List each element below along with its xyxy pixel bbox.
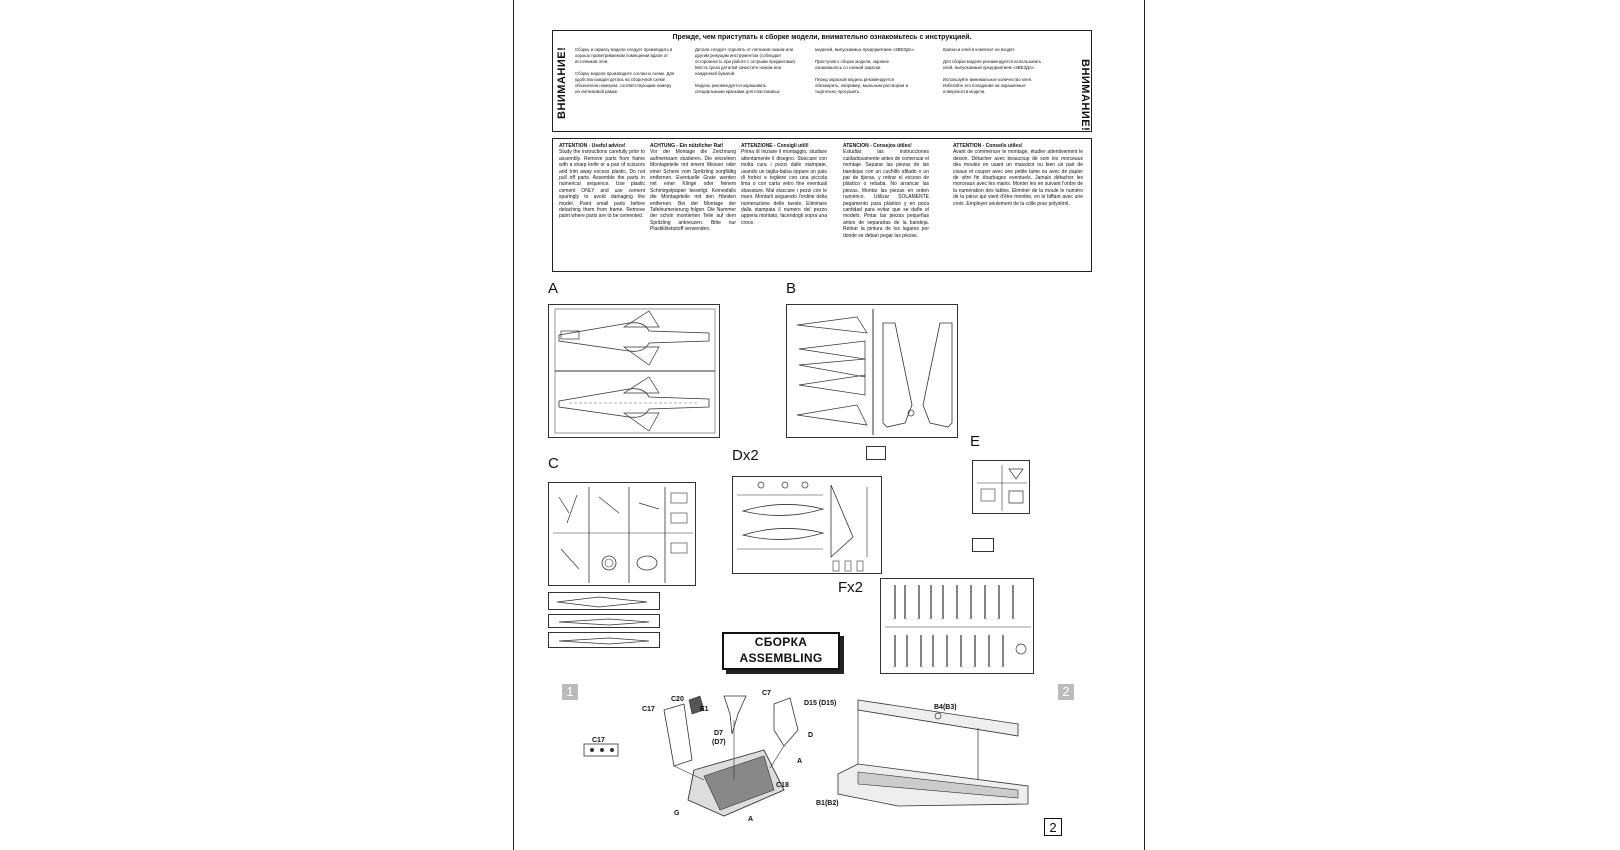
advice-title: ATENCION - Consejos útiles!: [843, 143, 912, 149]
advice-text: Prima di iniziare il montaggio, studiare…: [741, 149, 827, 226]
advice-text: Study the instructions carefully prior t…: [559, 149, 645, 220]
advice-title: ATTENZIONE - Consigli utili!: [741, 143, 809, 149]
warning-box: Прежде, чем приступать к сборке модели, …: [552, 30, 1092, 132]
advice-title: ATTENTION - Conseils utiles!: [953, 143, 1023, 149]
callout-b1: B1(B2): [816, 800, 839, 807]
callout-c17: C17: [642, 706, 655, 713]
callout-c7: C7: [762, 690, 771, 697]
sprue-f-drawing: [885, 585, 1031, 667]
sprue-b: [786, 304, 958, 438]
sprue-c-drawing: [553, 487, 693, 583]
sprue-label-e: E: [970, 433, 981, 450]
callout-g: G: [674, 810, 680, 817]
sprue-e-small: [972, 538, 994, 552]
sprue-c-strip-3: [548, 632, 660, 648]
step-2-diagram: [837, 699, 1029, 807]
callout-d15: D15 (D15): [804, 700, 837, 707]
sprue-c: [548, 482, 696, 586]
advice-spanish: ATENCION - Consejos útiles! Estudiar las…: [843, 143, 929, 239]
sprue-c-strip-1: [548, 592, 660, 610]
callout-c20: C20: [671, 696, 684, 703]
sprue-label-b: B: [786, 280, 797, 297]
sprue-label-c: C: [548, 455, 559, 472]
sprue-label-f: Fx2: [838, 579, 864, 596]
assembling-banner: СБОРКА ASSEMBLING: [722, 632, 840, 670]
advice-text: Estudiar las instrucciones cuidadosament…: [843, 149, 929, 239]
callout-d: D: [808, 732, 814, 739]
advice-title: ATTENTION - Useful advice!: [559, 143, 626, 149]
assembling-title-ru: СБОРКА: [754, 635, 808, 649]
warning-column: Краски и клей в комплект не входят. Для …: [943, 47, 1042, 94]
advice-italian: ATTENZIONE - Consigli utili! Prima di in…: [741, 143, 827, 226]
advice-french: ATTENTION - Conseils utiles! Avant de co…: [953, 143, 1083, 207]
callout-e1: E1: [700, 706, 709, 713]
sprue-e: [972, 460, 1030, 514]
advice-text: Vor der Montage die Zeichnung aufmerksam…: [650, 149, 736, 233]
sprue-c-strip-2: [548, 614, 660, 628]
sprue-d-drawing: [737, 481, 868, 572]
warning-side-label-right: ВНИМАНИЕ!: [1079, 59, 1091, 132]
advice-text: Avant de commencer le montage, étudier a…: [953, 149, 1083, 207]
page-number: 2: [1044, 818, 1062, 836]
advice-box: ATTENTION - Useful advice! Study the ins…: [552, 138, 1092, 272]
step-1-badge: 1: [562, 684, 578, 700]
callout-c17-detail: C17: [592, 737, 605, 744]
sprue-e-drawing: [977, 465, 1027, 511]
sprue-d: [732, 476, 882, 574]
callout-b4: B4(B3): [934, 704, 957, 711]
warning-column: Детали следует отделять от литников ножо…: [695, 47, 796, 94]
callout-d7: D7: [714, 730, 723, 737]
sprue-f: [880, 578, 1034, 674]
sprue-a-drawing: [554, 308, 716, 434]
instruction-page: Прежде, чем приступать к сборке модели, …: [513, 0, 1145, 850]
callout-a-upper: A: [797, 758, 803, 765]
sprue-label-d: Dx2: [732, 447, 759, 464]
advice-title: ACHTUNG - Ein nützlicher Rat!: [650, 143, 724, 149]
callout-d7-alt: (D7): [712, 739, 726, 746]
warning-column: моделей, выпускаемых предприятием «ЗВЕЗД…: [815, 47, 916, 94]
step-1-diagram: [583, 695, 799, 817]
advice-german: ACHTUNG - Ein nützlicher Rat! Vor der Mo…: [650, 143, 736, 233]
sprue-b-drawing: [796, 309, 953, 435]
callout-a-lower: A: [748, 816, 754, 823]
advice-english: ATTENTION - Useful advice! Study the ins…: [559, 143, 645, 220]
callout-c18: C18: [776, 782, 789, 789]
step-2-badge: 2: [1058, 684, 1074, 700]
sprue-b-small: [866, 446, 886, 460]
warning-title: Прежде, чем приступать к сборке модели, …: [672, 34, 972, 41]
warning-column: Сборку и окраску модели следует производ…: [575, 47, 675, 94]
sprue-a: [548, 304, 720, 438]
assembling-title-en: ASSEMBLING: [739, 651, 823, 665]
sprue-label-a: A: [548, 280, 559, 297]
warning-side-label-left: ВНИМАНИЕ!: [556, 46, 568, 119]
